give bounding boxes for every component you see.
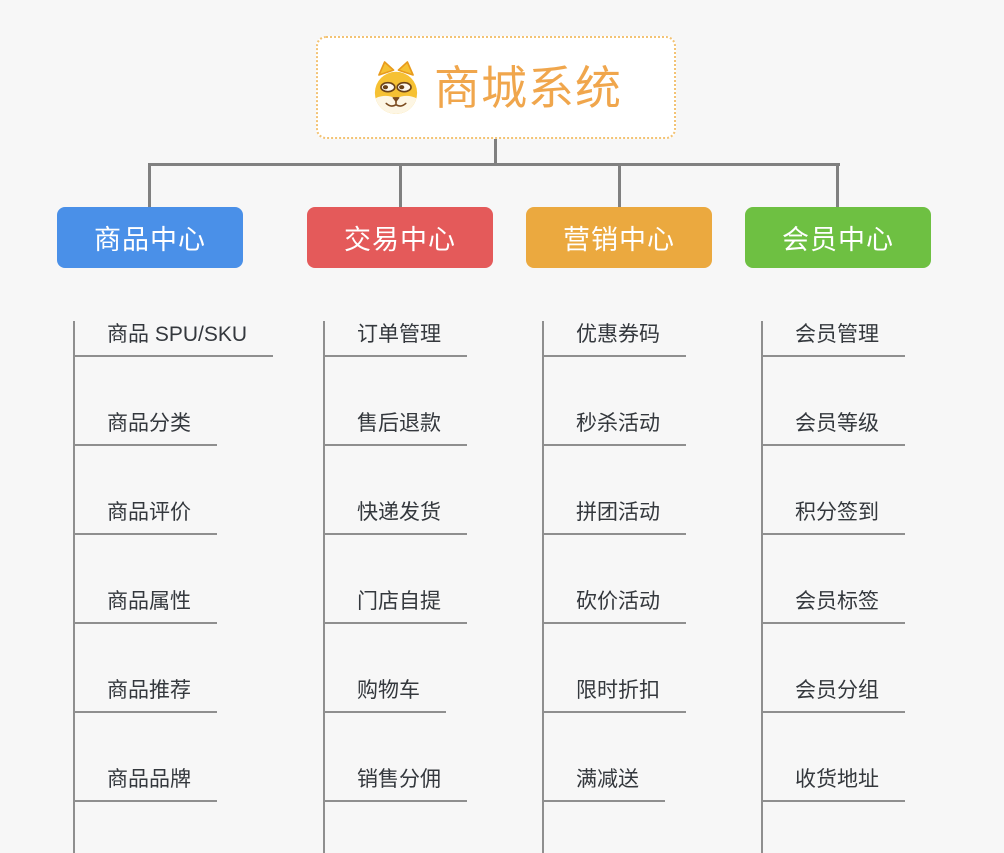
branch-header-trade[interactable]: 交易中心 (307, 207, 493, 268)
trunk-line (323, 321, 325, 853)
child-item[interactable]: 积分签到 (761, 499, 905, 535)
child-item[interactable]: 秒杀活动 (542, 410, 686, 446)
child-item[interactable]: 售后退款 (323, 410, 467, 446)
branch-column-trade: 交易中心 订单管理售后退款快递发货门店自提购物车销售分佣 (307, 207, 527, 853)
child-item[interactable]: 商品属性 (73, 588, 217, 624)
child-item[interactable]: 商品品牌 (73, 766, 217, 802)
child-item[interactable]: 拼团活动 (542, 499, 686, 535)
root-node[interactable]: 商城系统 (316, 36, 676, 139)
child-item[interactable]: 会员分组 (761, 677, 905, 713)
child-item[interactable]: 商品 SPU/SKU (73, 321, 274, 357)
child-item[interactable]: 优惠券码 (542, 321, 686, 357)
connector-horizontal-rail (149, 163, 840, 166)
child-item[interactable]: 门店自提 (323, 588, 467, 624)
children-list-member: 会员管理会员等级积分签到会员标签会员分组收货地址 (761, 321, 965, 853)
branch-column-marketing: 营销中心 优惠券码秒杀活动拼团活动砍价活动限时折扣满减送 (526, 207, 746, 853)
child-item[interactable]: 商品评价 (73, 499, 217, 535)
children-list-trade: 订单管理售后退款快递发货门店自提购物车销售分佣 (323, 321, 527, 853)
trunk-line (761, 321, 763, 853)
child-item[interactable]: 快递发货 (323, 499, 467, 535)
root-title: 商城系统 (434, 61, 622, 114)
child-item[interactable]: 会员等级 (761, 410, 905, 446)
child-item[interactable]: 满减送 (542, 766, 665, 802)
child-item[interactable]: 收货地址 (761, 766, 905, 802)
child-item[interactable]: 销售分佣 (323, 766, 467, 802)
trunk-line (73, 321, 75, 853)
connector-root-trunk (494, 139, 497, 164)
branch-column-product: 商品中心 商品 SPU/SKU 商品分类商品评价商品属性商品推荐商品品牌 (57, 207, 277, 853)
connector-drop-trade (399, 163, 402, 207)
connector-drop-member (836, 163, 839, 207)
shiba-dog-icon (374, 60, 418, 114)
children-list-product: 商品 SPU/SKU 商品分类商品评价商品属性商品推荐商品品牌 (73, 321, 277, 853)
connector-drop-product (148, 163, 151, 207)
branch-header-product[interactable]: 商品中心 (57, 207, 243, 268)
branch-header-marketing[interactable]: 营销中心 (526, 207, 712, 268)
child-item[interactable]: 购物车 (323, 677, 446, 713)
trunk-line (542, 321, 544, 853)
child-item[interactable]: 会员管理 (761, 321, 905, 357)
children-list-marketing: 优惠券码秒杀活动拼团活动砍价活动限时折扣满减送 (542, 321, 746, 853)
connector-drop-marketing (618, 163, 621, 207)
child-item[interactable]: 会员标签 (761, 588, 905, 624)
child-item[interactable]: 砍价活动 (542, 588, 686, 624)
child-item[interactable]: 限时折扣 (542, 677, 686, 713)
child-item[interactable]: 商品分类 (73, 410, 217, 446)
child-item[interactable]: 订单管理 (323, 321, 467, 357)
branch-header-member[interactable]: 会员中心 (745, 207, 931, 268)
branch-column-member: 会员中心 会员管理会员等级积分签到会员标签会员分组收货地址 (745, 207, 965, 853)
child-item[interactable]: 商品推荐 (73, 677, 217, 713)
